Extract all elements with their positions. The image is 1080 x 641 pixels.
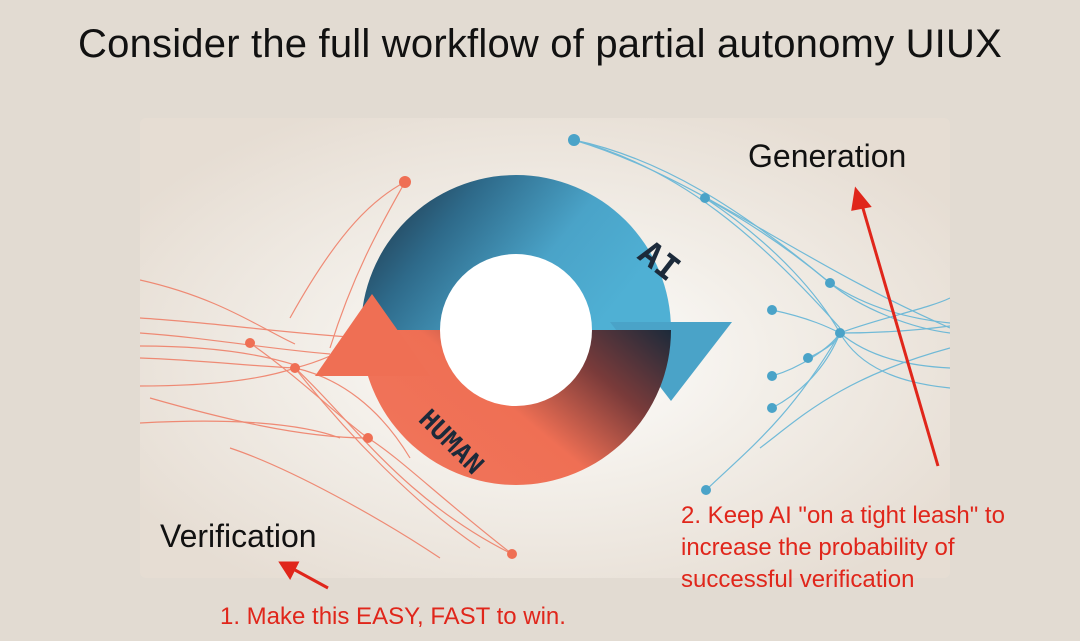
ai-human-loop-diagram: AI HUMAN — [140, 118, 950, 578]
ai-arrow-arc — [361, 175, 671, 330]
verification-label: Verification — [160, 518, 317, 554]
note-generation-line2: increase the probability of — [681, 534, 955, 561]
note-generation-line3: successful verification — [681, 566, 915, 593]
generation-label: Generation — [748, 138, 907, 174]
slide-title: Consider the full workflow of partial au… — [78, 22, 1002, 66]
loop-center — [440, 254, 592, 406]
human-arrowhead — [315, 294, 430, 376]
note-generation-line1: 2. Keep AI "on a tight leash" to — [681, 502, 1005, 529]
note-generation: 2. Keep AI "on a tight leash" to increas… — [681, 500, 1080, 596]
note-verification: 1. Make this EASY, FAST to win. — [220, 603, 566, 630]
ai-fiber-nodes — [568, 134, 845, 495]
human-arrow-arc — [361, 330, 671, 485]
